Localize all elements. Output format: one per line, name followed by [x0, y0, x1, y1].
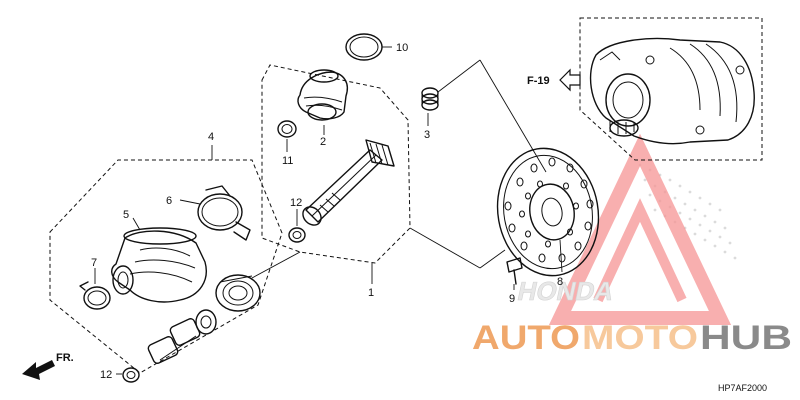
- reference-label-f19: F-19: [527, 75, 550, 87]
- callout-4: 4: [208, 131, 214, 143]
- bolt-part-9: [506, 257, 523, 285]
- callout-12-upper: 12: [290, 197, 302, 209]
- reference-housing-f19: [579, 17, 763, 161]
- spring-part-3: [421, 87, 439, 111]
- oil-seal: [215, 274, 261, 312]
- honda-wing-watermark: HONDA: [515, 133, 737, 325]
- boot-band-part-6: [197, 185, 251, 241]
- callout-1: 1: [368, 287, 374, 299]
- o-ring-part-12-lower: [122, 367, 140, 383]
- reference-arrow-icon: [559, 68, 581, 92]
- o-ring-part-12-upper: [288, 227, 306, 243]
- drive-shaft: [302, 139, 395, 226]
- callout-6: 6: [166, 195, 172, 207]
- inner-boot-part-2: [297, 69, 349, 121]
- callout-10: 10: [396, 42, 408, 54]
- watermark-moto: MOTO: [582, 319, 698, 357]
- front-direction-arrow-icon: [22, 360, 55, 380]
- callout-12-lower: 12: [100, 369, 112, 381]
- boot-assembly-group: 4 5 6 7: [49, 131, 283, 374]
- o-ring-part-10: [345, 33, 383, 61]
- callout-3: 3: [424, 129, 430, 141]
- callout-9: 9: [509, 293, 515, 305]
- callout-5: 5: [123, 209, 129, 221]
- watermark-hub: HUB: [700, 319, 792, 357]
- callout-2: 2: [320, 136, 326, 148]
- universal-joint: [147, 309, 217, 364]
- boot-band-part-7: [79, 281, 111, 310]
- boot-part-5: [111, 227, 207, 303]
- o-ring-part-11: [277, 120, 297, 138]
- callout-8: 8: [557, 276, 563, 288]
- front-direction-label: FR.: [56, 352, 74, 364]
- watermark-auto: AUTO: [472, 319, 580, 357]
- automotohub-watermark: AUTO MOTO HUB: [472, 319, 792, 357]
- honda-watermark-text: HONDA: [515, 276, 617, 306]
- drawing-code: HP7AF2000: [718, 383, 767, 393]
- shaft-assembly-group: 1 2 11: [261, 64, 411, 299]
- callout-7: 7: [91, 257, 97, 269]
- brake-disc-part-8: [496, 147, 600, 277]
- callout-11: 11: [282, 155, 293, 167]
